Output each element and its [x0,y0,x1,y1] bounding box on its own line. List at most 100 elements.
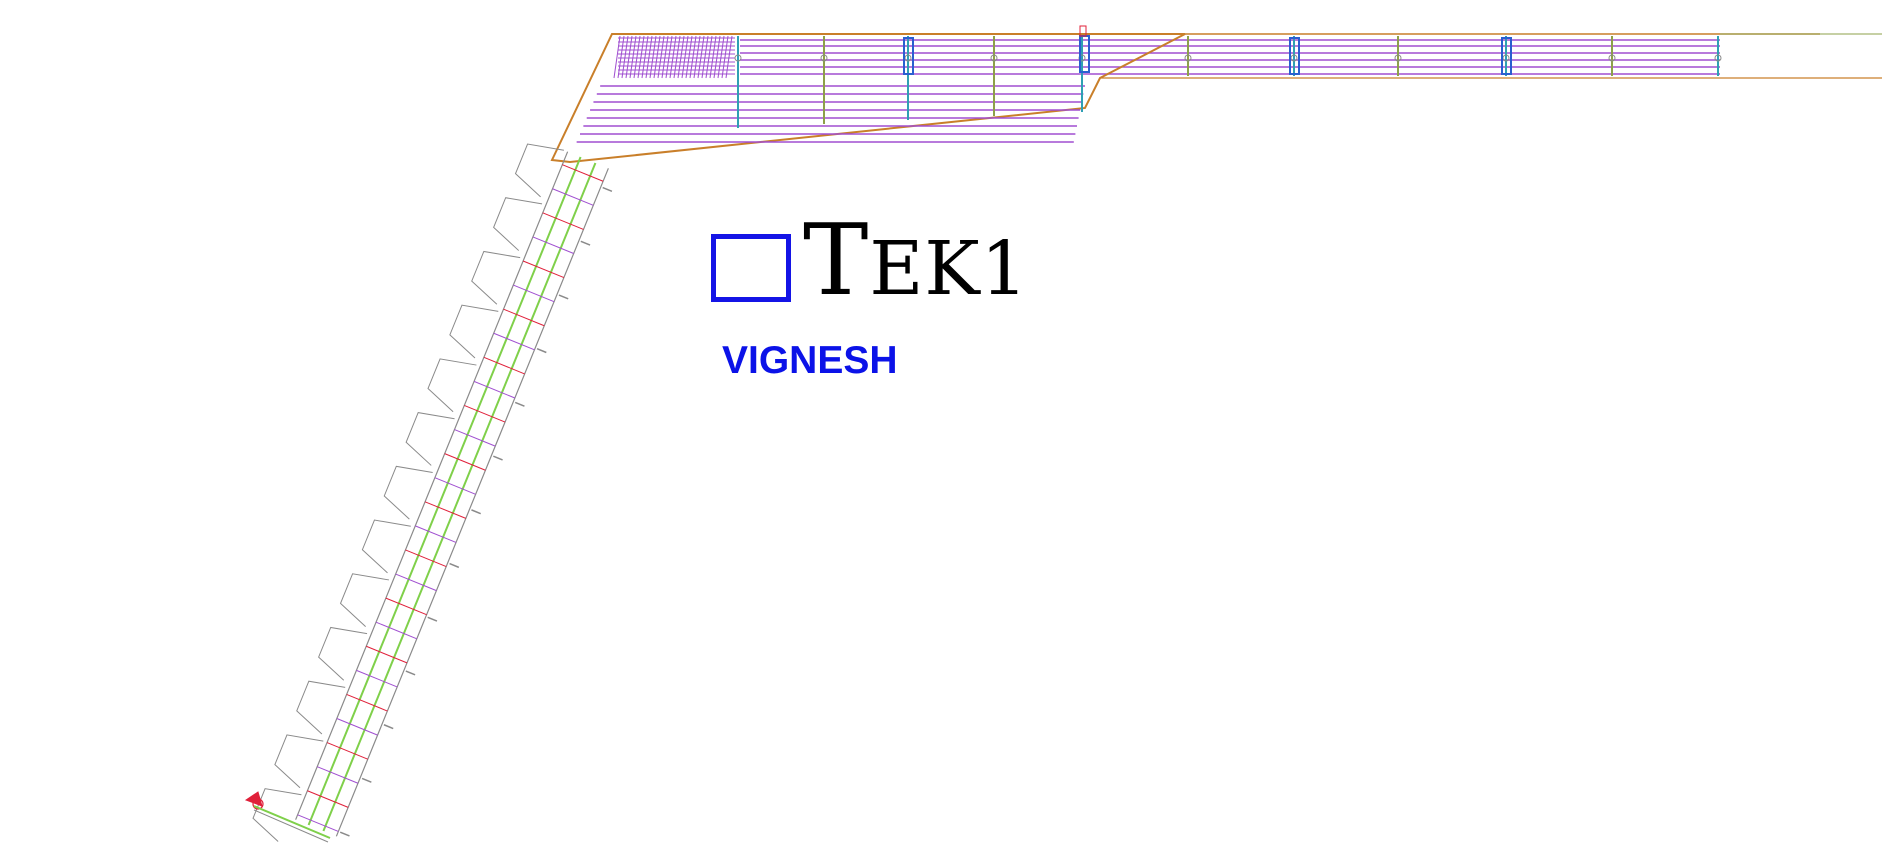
ramp-cross-member [385,597,427,616]
ramp-end-circle [252,798,264,810]
logo-square-icon [711,234,791,302]
deck-post-circle [990,54,998,62]
ramp-float-outline [274,734,324,789]
corner-hatch-line [657,35,665,79]
ramp-float-outline [449,304,499,359]
ramp-float-outline [383,465,433,520]
ramp-right-tick [449,562,460,569]
corner-hatch-line [705,35,713,79]
ramp-cross-member [424,501,467,519]
ramp-cross-member [297,814,339,832]
ramp-right-tick [383,724,394,730]
brand-logo-rest: EK1 [869,226,1029,312]
ramp-right-tick [427,616,438,622]
ramp-cross-member [366,645,408,664]
ramp-float-outline [471,250,521,305]
ramp-cross-member [395,573,437,592]
ramp-rail [307,156,582,826]
ramp-cross-member [464,405,506,423]
ramp-right-tick [514,401,525,407]
corner-hatch-line [713,35,721,79]
ramp-right-tick [580,240,591,246]
ramp-cross-member [522,260,565,279]
ramp-float-outline [361,519,411,574]
deck-post-circle [1394,54,1402,62]
ramp-float-outline [339,573,390,627]
corner-hatch-line [673,35,681,79]
corner-hatch-line [681,35,689,79]
deck-post-circle [1608,54,1616,62]
corner-hatch-line [645,35,653,79]
ramp-right-tick [602,186,613,193]
walkway-box [903,37,914,75]
corner-hatch-line [641,35,649,79]
ramp-cross-member [307,790,349,808]
ramp-cross-member [483,356,525,375]
ramp-cross-member [415,525,457,543]
ramp-right-tick [361,777,372,783]
ramp-cross-member [542,212,584,230]
ramp-cross-member [336,718,378,736]
ramp-cross-member [326,742,368,760]
corner-hatch-line [633,35,641,79]
brand-logo-text: TEK1 [803,212,1029,310]
ramp-right-tick [471,509,481,515]
deck-post-circle [1184,54,1192,62]
corner-hatch-line [629,35,637,79]
corner-hatch-line [717,35,725,79]
ramp-cross-member [562,164,604,182]
ramp-cross-member [454,429,496,447]
corner-hatch-line [621,35,629,79]
walkway-box [1289,37,1300,75]
ramp-rail [295,151,569,820]
ramp-cross-member [356,669,398,688]
ramp-cross-member [493,332,535,351]
ramp-cross-member [473,380,516,399]
ramp-cross-member [375,621,417,640]
platform-outline [550,33,1186,164]
dock-deck [550,25,1882,164]
ramp-cross-member [444,453,486,471]
ramp-right-tick [405,670,416,676]
ramp-cross-member [552,188,594,206]
ramp-cross-member [513,284,555,303]
ramp-rail [322,162,597,832]
deck-post-circle [1714,54,1722,62]
corner-hatch-line [721,35,729,79]
ramp-float-outline [318,626,368,681]
corner-hatch-line [693,35,701,79]
deck-post-circle [820,54,828,62]
corner-hatch-line [677,35,685,79]
corner-hatch-line [685,35,693,79]
corner-hatch-line [653,35,661,79]
ramp-cross-member [434,477,476,495]
corner-hatch-line [661,35,669,79]
ramp-cross-member [503,308,545,327]
ramp-right-tick [339,831,350,837]
corner-hatch-line [709,35,717,79]
deck-post-circle [734,54,742,62]
ramp-float-outline [493,197,543,251]
ramp-float-outline [427,358,477,413]
ramp-end-plate-edge [253,809,329,843]
author-name: VIGNESH [722,339,898,382]
ramp-cross-member [317,766,359,784]
ramp-cross-member [346,693,388,712]
corner-hatch-line [625,35,633,79]
corner-hatch-line [617,35,625,79]
ramp-right-tick [536,348,547,354]
corner-hatch-line [689,35,697,79]
walkway-box [1501,37,1512,75]
ramp-walkway [244,143,613,843]
ramp-rail [335,168,609,837]
ramp-right-tick [558,294,569,300]
corner-hatch-line [637,35,645,79]
ramp-right-tick [493,455,503,461]
corner-hatch-line [613,35,621,79]
ramp-float-outline [514,143,565,198]
corner-hatch-line [649,35,657,79]
corner-hatch-line [665,35,673,79]
corner-hatch-line [701,35,709,79]
corner-hatch-line [669,35,677,79]
